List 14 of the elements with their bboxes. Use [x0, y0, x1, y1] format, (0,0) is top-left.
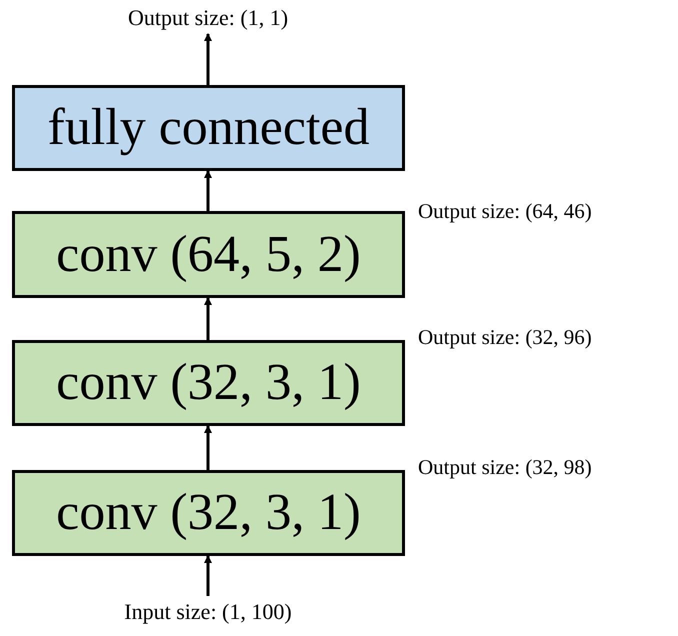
layer-box: conv (64, 5, 2): [12, 211, 405, 298]
arrow: [204, 555, 212, 596]
arrow: [204, 297, 212, 340]
layer-box: conv (32, 3, 1): [12, 340, 405, 426]
layer-box: conv (32, 3, 1): [12, 470, 405, 556]
arrow: [204, 425, 212, 470]
size-text: Output size: (1, 1): [60, 2, 356, 34]
size-text: Input size: (1, 100): [50, 596, 366, 628]
size-label: Output size: (32, 96): [418, 324, 592, 351]
arrow: [204, 170, 212, 211]
layer-box: fully connected: [12, 85, 405, 171]
size-label: Output size: (32, 98): [418, 454, 592, 481]
arrow: [204, 33, 212, 85]
size-label: Output size: (64, 46): [418, 198, 592, 225]
